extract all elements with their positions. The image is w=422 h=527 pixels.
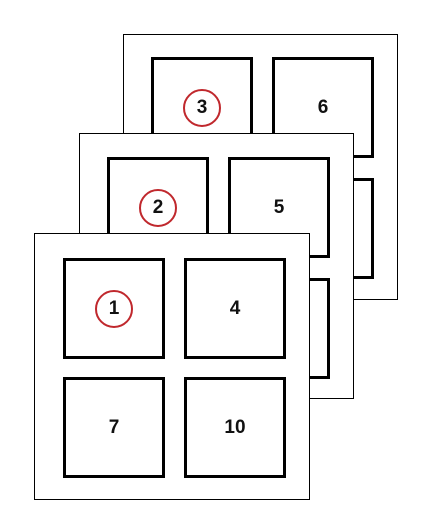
cell-label: 6 — [317, 97, 329, 118]
highlight-circle — [95, 289, 133, 328]
card-front: 1 4 7 10 — [34, 233, 310, 500]
cell-10: 10 — [184, 377, 286, 478]
cell-label: 10 — [224, 417, 246, 438]
cell-7: 7 — [63, 377, 165, 478]
cell-4: 4 — [184, 258, 286, 359]
cell-label: 5 — [273, 197, 285, 218]
highlight-circle — [183, 88, 221, 127]
highlight-circle — [139, 188, 177, 227]
cell-1: 1 — [63, 258, 165, 359]
cell-label: 7 — [108, 417, 120, 438]
cell-label: 4 — [229, 298, 241, 319]
